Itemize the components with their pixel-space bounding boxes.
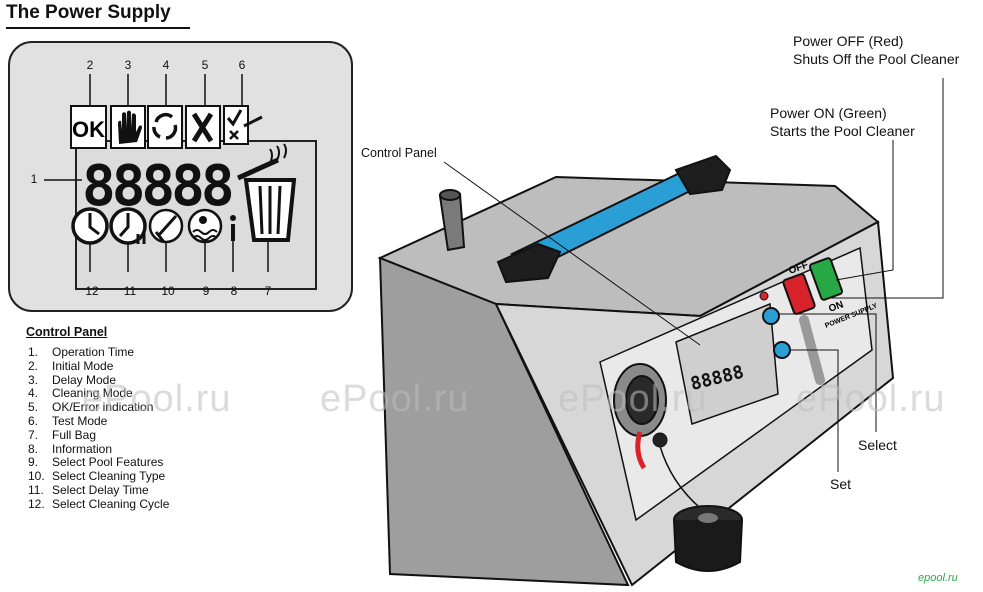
lcd-detail-card	[8, 41, 353, 312]
legend-item: 9.Select Pool Features	[28, 455, 164, 470]
lcd-callout-6: 6	[238, 58, 246, 72]
power-off-callout: Power OFF (Red) Shuts Off the Pool Clean…	[793, 33, 960, 67]
watermark: ePool.ru	[796, 378, 946, 420]
watermark: ePool.ru	[558, 378, 708, 420]
lcd-callout-3: 3	[124, 58, 132, 72]
select-callout: Select	[858, 437, 897, 453]
legend-item: 7.Full Bag	[28, 427, 97, 442]
watermark: ePool.ru	[320, 378, 470, 420]
lcd-callout-9: 9	[202, 284, 210, 298]
mini-lcd	[675, 302, 779, 425]
lcd-callout-2: 2	[86, 58, 94, 72]
full-bag-icon	[236, 143, 297, 242]
set-button	[773, 341, 791, 359]
error-x-icon	[191, 112, 214, 143]
hand-stop-icon	[118, 110, 142, 144]
legend-item: 4.Cleaning Mode	[28, 386, 133, 401]
legend-item: 11.Select Delay Time	[28, 482, 149, 497]
info-icon	[230, 215, 236, 221]
control-panel-heading: Control Panel	[26, 325, 108, 339]
device-leader-lines	[443, 78, 944, 472]
legend-item: 5.OK/Error indication	[28, 400, 154, 415]
power-on-callout: Power ON (Green) Starts the Pool Cleaner	[770, 105, 915, 139]
lcd-callout-10: 10	[161, 284, 175, 298]
lcd-callout-4: 4	[162, 58, 170, 72]
device-left-side	[378, 256, 630, 587]
lcd-callout-8: 8	[230, 284, 238, 298]
legend-item: 8.Information	[28, 441, 113, 456]
lcd-callout-1: 1	[30, 172, 38, 186]
handle-mount-left	[496, 242, 562, 284]
lcd-callout-5: 5	[201, 58, 209, 72]
ok-label: OK	[72, 117, 105, 142]
legend-item: 2.Initial Mode	[28, 358, 114, 373]
footer-logo: epool.ru	[918, 572, 958, 584]
legend-item: 3.Delay Mode	[28, 372, 117, 387]
page-title: The Power Supply	[6, 2, 190, 29]
on-label: ON	[827, 299, 845, 314]
legend-item: 10.Select Cleaning Type	[28, 469, 166, 484]
legend-item: 12.Select Cleaning Cycle	[28, 496, 170, 511]
power-on-switch	[809, 257, 843, 301]
select-button	[762, 307, 780, 325]
watermark: ePool.ru	[82, 378, 232, 420]
lcd-callout-12: 12	[85, 284, 99, 298]
test-pen-icon	[243, 115, 263, 128]
handle-mount-right	[674, 154, 732, 196]
test-cross-icon	[229, 130, 239, 140]
control-panel-legend: 1.Operation Time 2.Initial Mode 3.Delay …	[28, 345, 170, 512]
legend-item: 1.Operation Time	[28, 345, 135, 359]
control-panel-callout: Control Panel	[361, 146, 437, 160]
lcd-icon-row-top: OK	[70, 105, 263, 149]
lcd-callout-7: 7	[264, 284, 272, 298]
lcd-icon-row-bottom	[71, 207, 236, 245]
test-check-icon	[226, 109, 243, 127]
lcd-callout-11: 11	[123, 284, 137, 298]
cycle-arrows-icon	[152, 112, 178, 140]
lcd-leader-lines	[44, 74, 269, 272]
lcd-digits: 88888	[82, 154, 232, 219]
legend-item: 6.Test Mode	[28, 413, 108, 428]
ok-box	[70, 105, 107, 149]
power-off-switch	[782, 273, 816, 315]
power-supply-device: 88888 OFF ON POWER SUPPLY	[377, 154, 895, 587]
set-callout: Set	[830, 476, 852, 492]
